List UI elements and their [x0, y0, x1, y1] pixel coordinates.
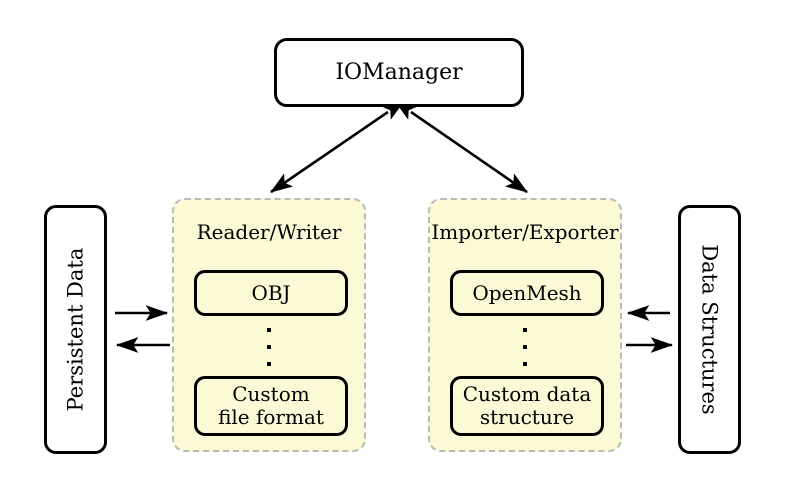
node-io-manager[interactable]: IOManager	[274, 38, 524, 107]
node-persistent-data[interactable]: Persistent Data	[44, 205, 107, 454]
custom-data-structure-line-1: Custom data	[462, 382, 592, 406]
arrow-manager-to-importer-exporter	[394, 100, 528, 194]
data-structures-label: Data Structures	[698, 244, 723, 415]
custom-file-format-line-2: file format	[218, 405, 324, 429]
node-custom-data-structure[interactable]: Custom data structure	[450, 376, 604, 436]
group-importer-exporter[interactable]: Importer/Exporter OpenMesh Custom data s…	[428, 198, 622, 452]
ellipsis-dot	[523, 362, 527, 366]
ellipsis-dot	[523, 328, 527, 332]
ellipsis-dot	[267, 362, 271, 366]
group-reader-writer-title: Reader/Writer	[196, 220, 342, 244]
ellipsis-importer-exporter	[430, 328, 620, 366]
ellipsis-dot	[267, 345, 271, 349]
node-custom-data-structure-label: Custom data structure	[463, 383, 592, 429]
node-custom-file-format[interactable]: Custom file format	[194, 376, 348, 436]
persistent-data-label: Persistent Data	[63, 247, 87, 412]
node-openmesh[interactable]: OpenMesh	[450, 270, 604, 316]
ellipsis-reader-writer	[174, 328, 364, 366]
node-obj[interactable]: OBJ	[194, 270, 348, 316]
ellipsis-dot	[523, 345, 527, 349]
node-openmesh-label: OpenMesh	[472, 280, 582, 305]
custom-data-structure-line-2: structure	[479, 405, 575, 429]
ellipsis-dot	[267, 328, 271, 332]
node-custom-file-format-label: Custom file format	[218, 383, 324, 429]
group-reader-writer[interactable]: Reader/Writer OBJ Custom file format	[172, 198, 366, 452]
group-importer-exporter-title: Importer/Exporter	[431, 220, 619, 244]
io-manager-label: IOManager	[335, 59, 463, 85]
custom-file-format-line-1: Custom	[232, 382, 310, 406]
arrow-manager-to-reader-writer	[270, 100, 405, 194]
node-data-structures[interactable]: Data Structures	[678, 205, 741, 454]
node-obj-label: OBJ	[251, 280, 291, 305]
